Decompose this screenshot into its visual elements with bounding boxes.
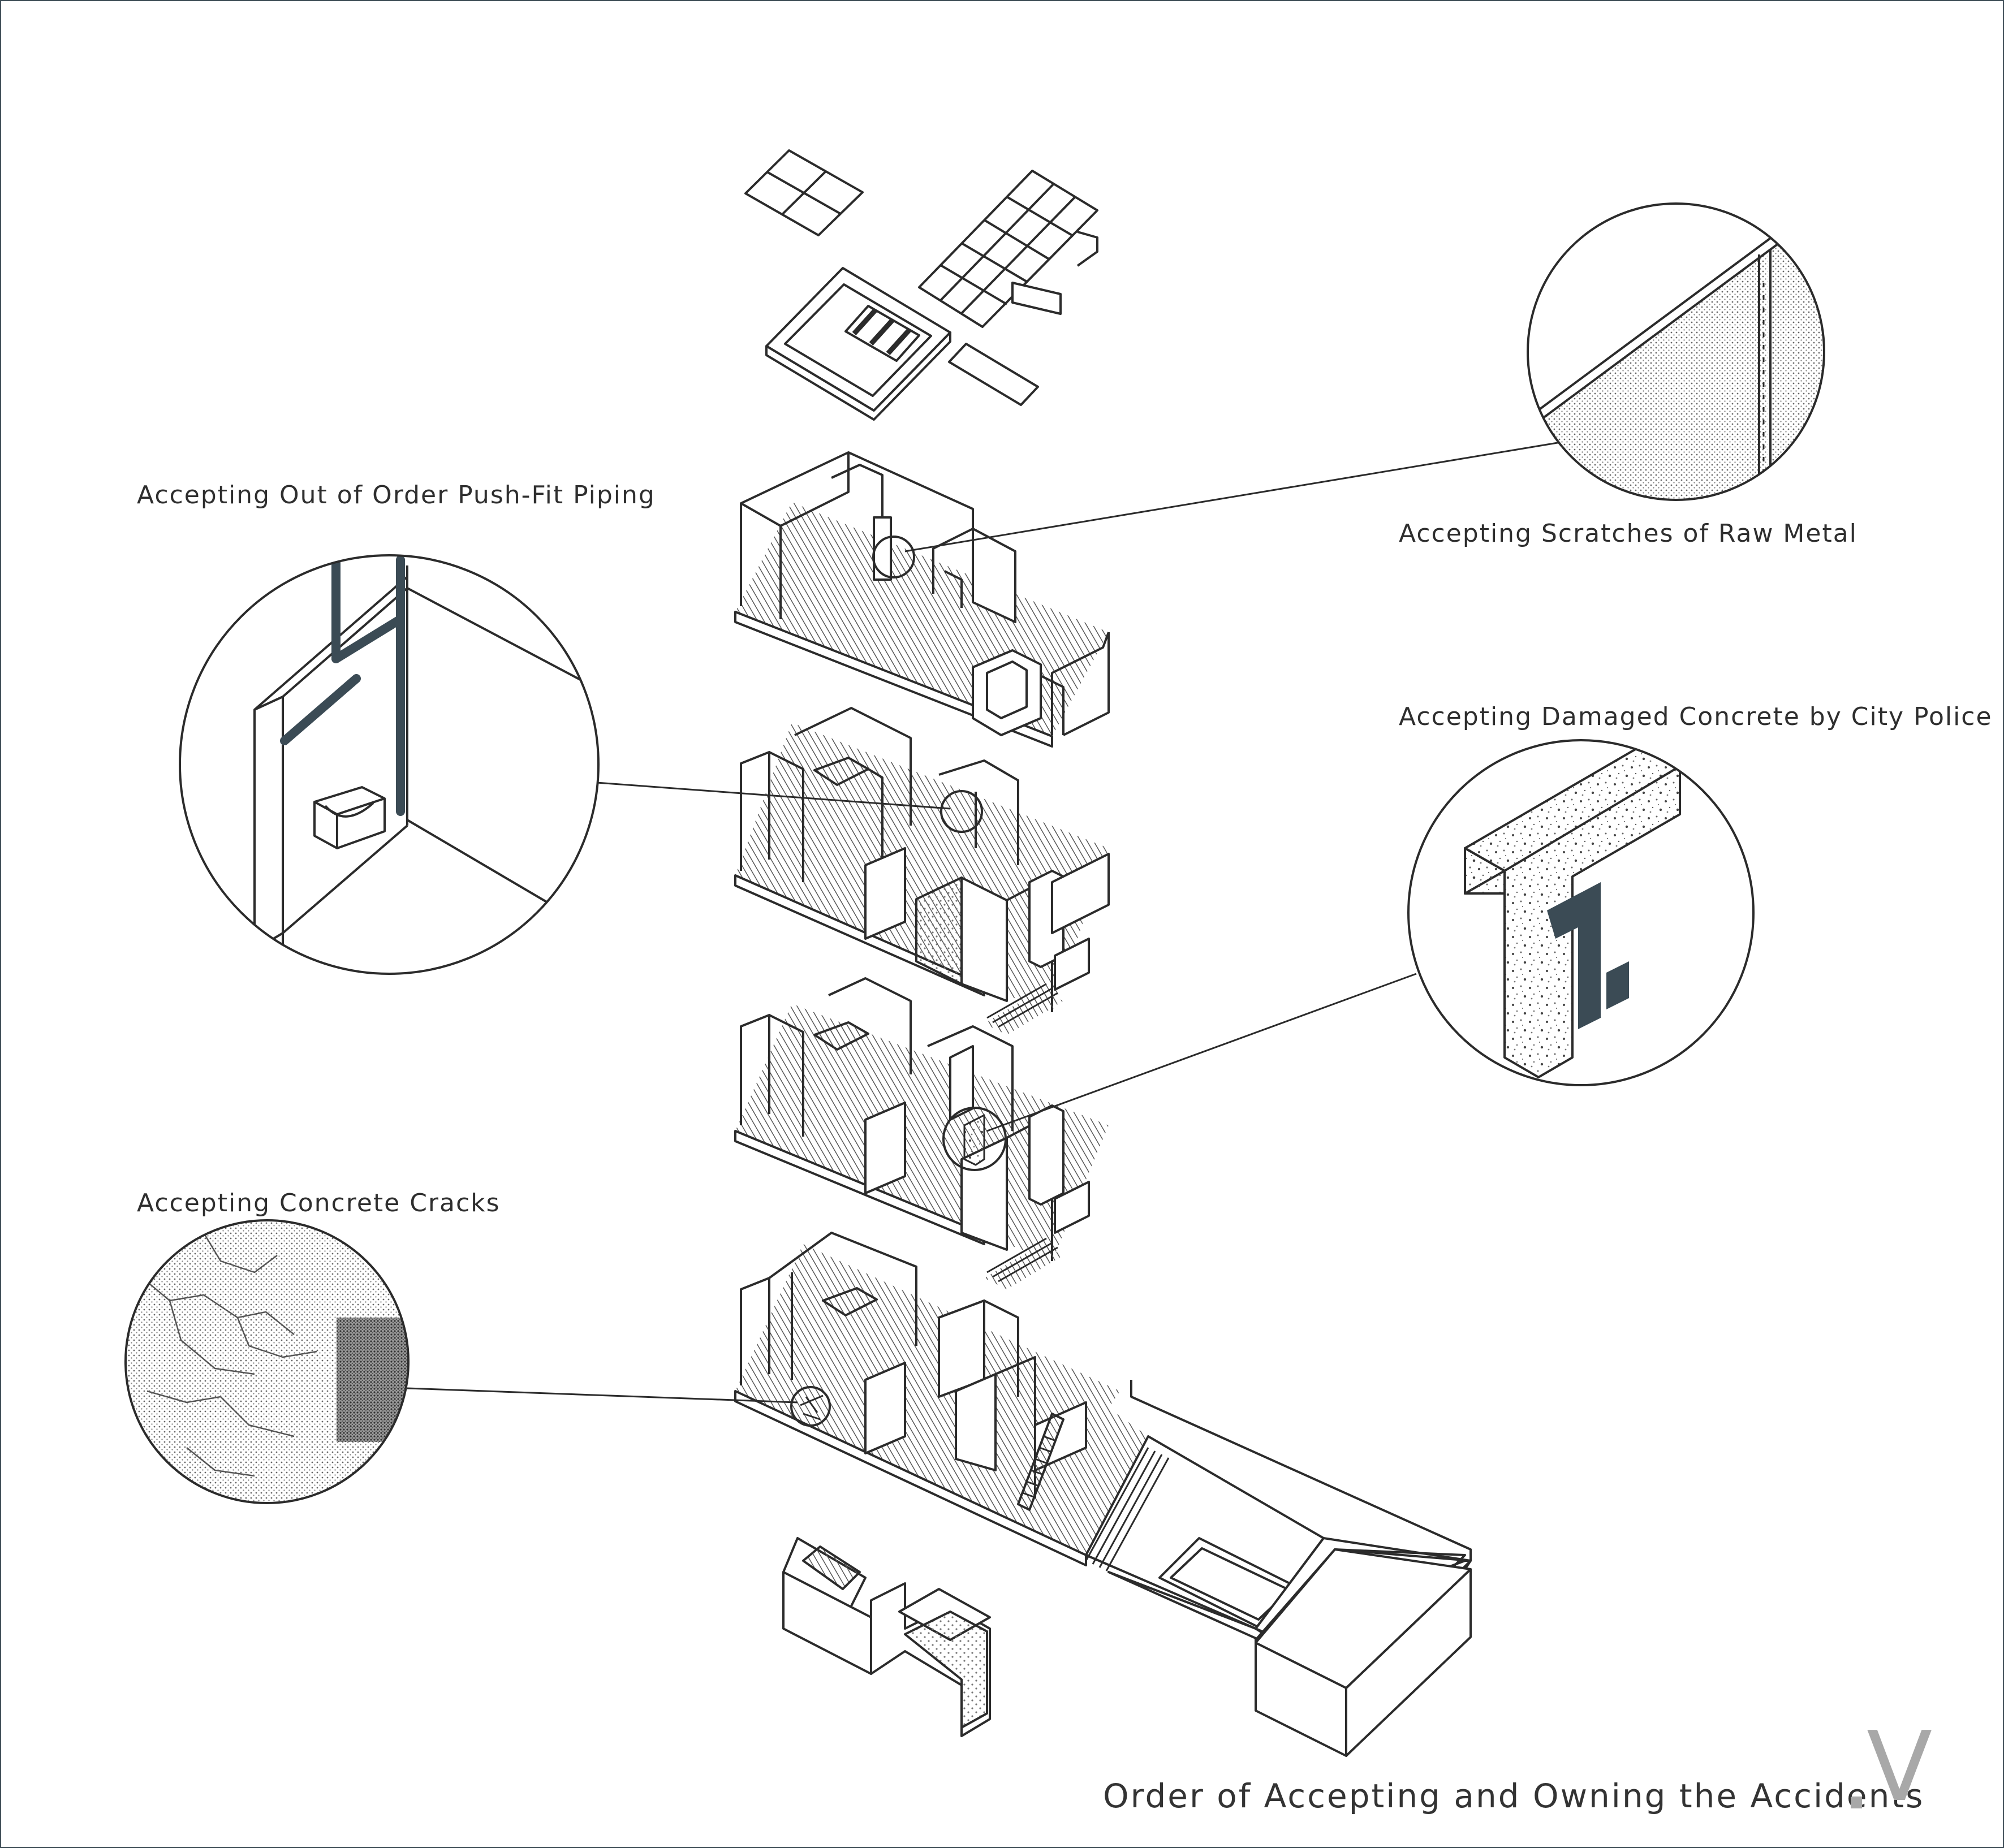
sheet-numeral: V: [1867, 1711, 1933, 1823]
level-4: [734, 451, 1110, 748]
drawing-title: Order of Accepting and Owning the Accide…: [1103, 1777, 1925, 1815]
marker-metal: [872, 536, 915, 578]
level-1: [734, 1232, 1472, 1757]
leader-piping: [596, 781, 951, 810]
callout-label-cracks: Accepting Concrete Cracks: [137, 1189, 501, 1217]
detail-circle-metal: [1527, 202, 1825, 501]
level-2: [734, 977, 1109, 1289]
level-3: [734, 707, 1110, 1035]
leader-metal: [904, 430, 1630, 552]
title-separator-dot: [1851, 1797, 1862, 1808]
callout-label-police: Accepting Damaged Concrete by City Polic…: [1399, 702, 1993, 731]
callout-label-piping: Accepting Out of Order Push-Fit Piping: [137, 481, 656, 510]
marker-piping: [940, 790, 983, 833]
detail-circle-piping: [179, 554, 600, 975]
marker-police: [942, 1107, 1007, 1171]
callout-label-metal: Accepting Scratches of Raw Metal: [1399, 519, 1858, 548]
detail-circle-cracks: [124, 1219, 410, 1504]
marker-cracks: [790, 1386, 831, 1427]
roof-panels: [744, 149, 1098, 421]
basement: [782, 1537, 991, 1737]
detail-circle-police: [1407, 739, 1755, 1086]
leader-police: [986, 973, 1417, 1132]
leader-cracks: [407, 1387, 798, 1404]
